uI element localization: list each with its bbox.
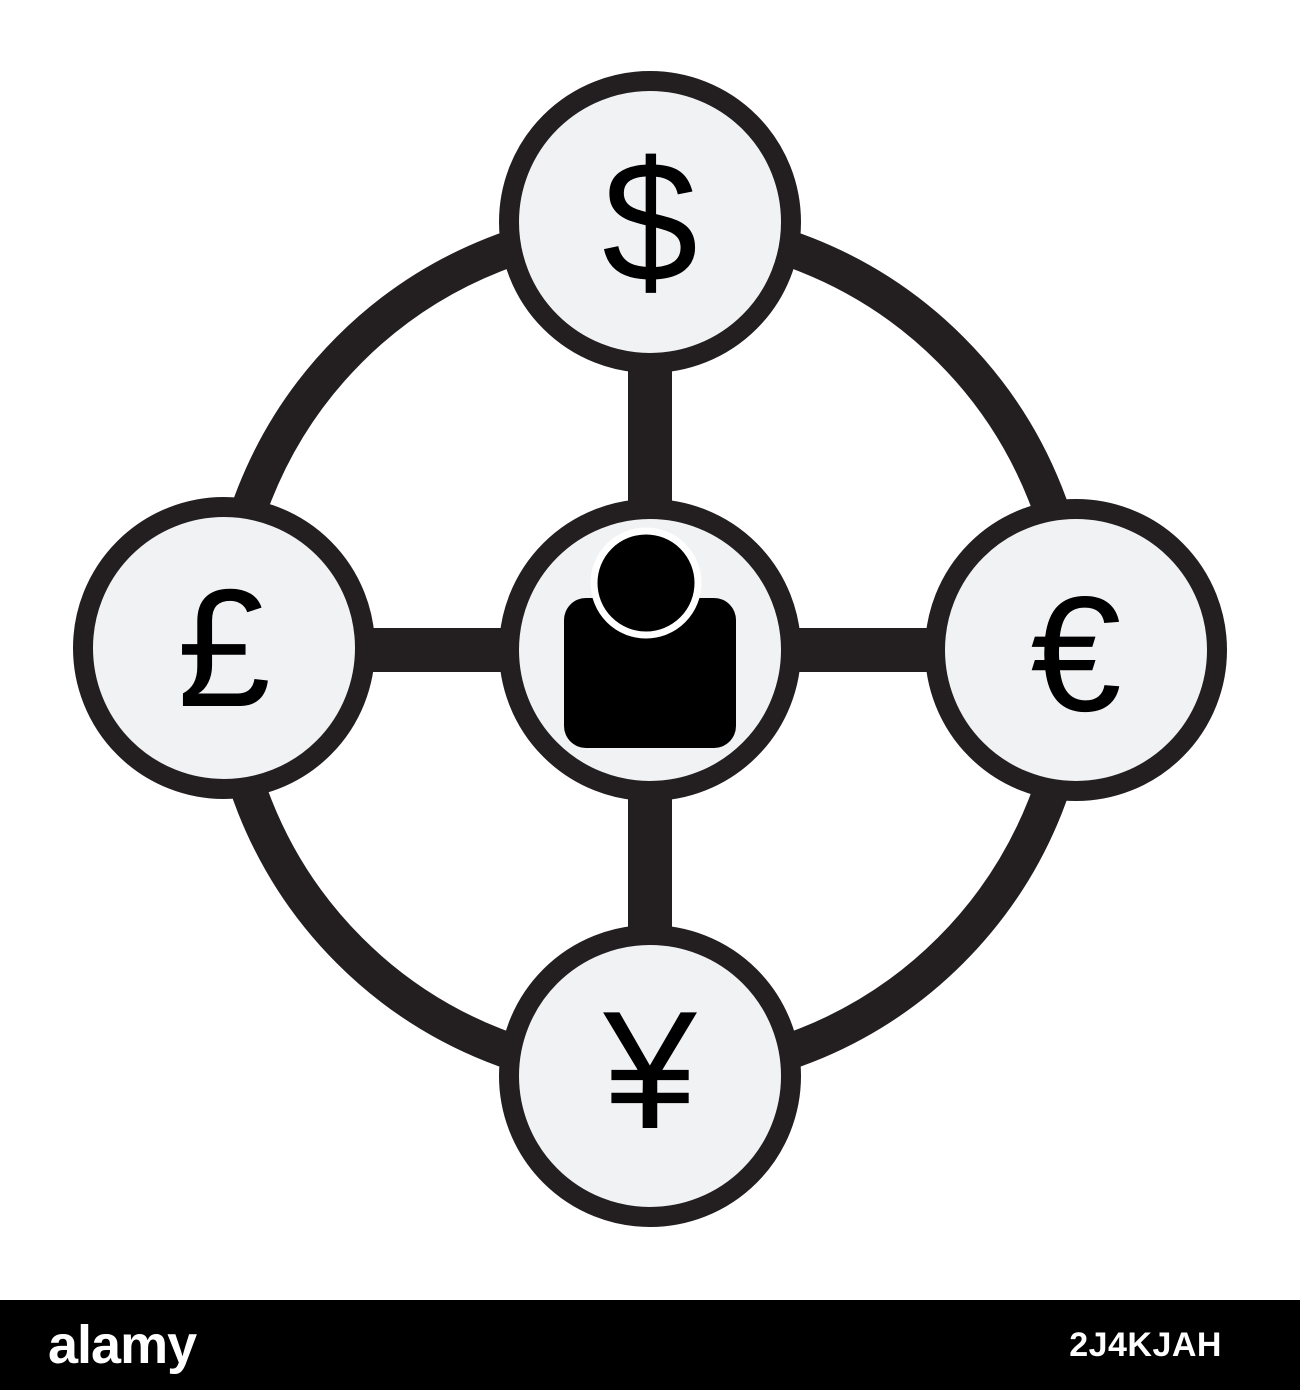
spokes [360, 360, 940, 940]
dollar-icon: $ [602, 126, 698, 318]
currency-node-dollar: $ [499, 71, 801, 373]
spoke-left [360, 628, 520, 672]
pound-icon: £ [177, 554, 270, 742]
brand-logo[interactable]: alamy [48, 1315, 197, 1375]
spoke-right [780, 628, 940, 672]
footer-bar: alamy 2J4KJAH [0, 1300, 1300, 1390]
currency-node-pound: £ [73, 497, 375, 799]
currency-network-diagram: $ € ¥ £ [73, 71, 1227, 1227]
center-node [499, 499, 801, 801]
spoke-top [628, 360, 672, 520]
person-icon [564, 527, 736, 748]
euro-icon: € [1030, 563, 1121, 746]
image-id: 2J4KJAH [1069, 1326, 1222, 1364]
spoke-bottom [628, 780, 672, 940]
currency-node-yen: ¥ [499, 925, 801, 1227]
currency-node-euro: € [925, 499, 1227, 801]
yen-icon: ¥ [602, 976, 697, 1164]
